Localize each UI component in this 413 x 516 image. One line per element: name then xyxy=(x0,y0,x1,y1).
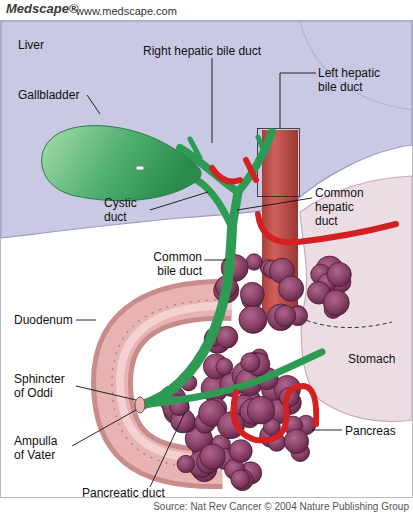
pancreas-lobule xyxy=(231,470,250,489)
pancreas-lobule xyxy=(240,282,264,306)
leader-line xyxy=(280,73,316,128)
small-mark xyxy=(136,166,144,170)
duct-label: Pancreatic duct xyxy=(82,486,165,500)
leader-line xyxy=(150,192,208,210)
leader-lines xyxy=(72,58,342,487)
liver-shape xyxy=(1,21,412,238)
cystic-duct xyxy=(193,178,232,228)
common-bile-duct xyxy=(142,228,232,405)
pancreas-lobule xyxy=(216,358,233,375)
duct-label: Left hepatic bile duct xyxy=(318,66,402,94)
pancreas-lobule xyxy=(232,469,253,490)
stomach-shape xyxy=(300,176,412,422)
pancreas-lobule xyxy=(247,396,275,424)
organ-label: Liver xyxy=(18,38,44,52)
pancreas-lobule xyxy=(241,353,260,372)
leader-line xyxy=(76,386,136,400)
pancreas-lobule xyxy=(229,440,252,463)
leader-line xyxy=(87,95,100,114)
site-logo: Medscape® xyxy=(6,2,78,16)
pancreas-lobule xyxy=(284,429,308,453)
leader-line xyxy=(76,320,96,321)
left-hepatic-duct xyxy=(238,132,272,192)
leader-line xyxy=(212,58,213,143)
image-frame xyxy=(1,21,413,498)
pancreas-lobule xyxy=(275,305,296,326)
duct-label: Cystic duct xyxy=(104,196,150,224)
duct-label: Common bile duct xyxy=(142,250,202,278)
site-url: www.medscape.com xyxy=(76,4,177,18)
pancreas-lobule xyxy=(200,444,226,470)
tumour-sites xyxy=(212,160,396,440)
tumour-line xyxy=(212,168,240,182)
organ-label: Stomach xyxy=(348,352,395,366)
duct-branch xyxy=(190,139,200,158)
pancreas-lobule xyxy=(323,290,349,316)
detail-box xyxy=(258,129,300,197)
duct-branch xyxy=(258,137,265,154)
gallbladder-organ xyxy=(42,126,201,201)
leader-line xyxy=(237,198,312,210)
leader-line xyxy=(312,430,342,431)
liver-lobe-line xyxy=(300,21,412,110)
source-caption: Source: Nat Rev Cancer © 2004 Nature Pub… xyxy=(153,501,409,512)
organ-label: Pancreas xyxy=(345,424,396,438)
hidden-outline xyxy=(300,318,392,328)
ampulla-opening xyxy=(135,397,145,413)
pancreas-lobule xyxy=(279,276,304,301)
duct-label: Common hepatic duct xyxy=(315,186,369,228)
structure-label: Sphincter of Oddi xyxy=(14,372,76,400)
pancreas-lobule xyxy=(327,262,351,286)
tumour-line xyxy=(234,386,317,440)
pancreas-lobule xyxy=(239,305,267,333)
leader-line xyxy=(150,412,185,487)
structure-label: Ampulla of Vater xyxy=(14,434,66,462)
leader-line xyxy=(72,410,136,446)
organ-label: Gallbladder xyxy=(18,88,79,102)
pancreas-lobule xyxy=(177,455,194,472)
organ-label: Duodenum xyxy=(14,313,73,327)
duct-label: Right hepatic bile duct xyxy=(143,44,261,58)
leader-line xyxy=(204,260,226,261)
tumour-line xyxy=(246,160,256,180)
